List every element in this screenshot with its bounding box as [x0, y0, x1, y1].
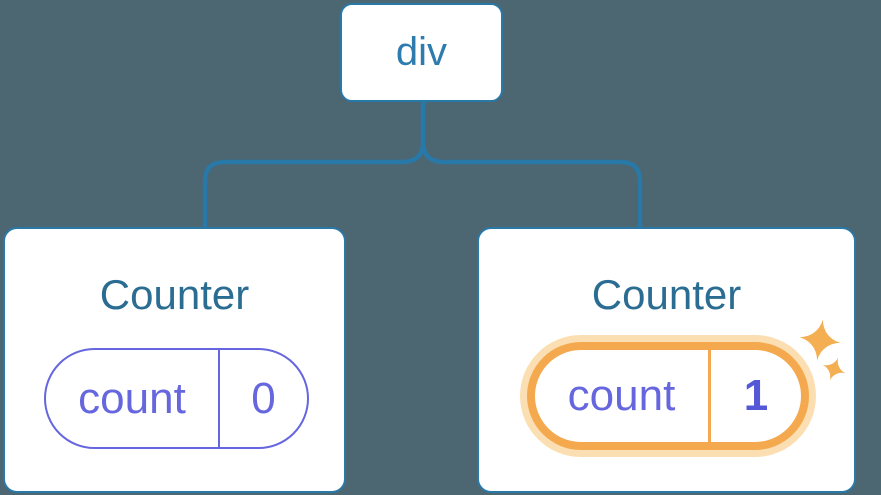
state-pill: count 0	[44, 348, 309, 449]
component-title: Counter	[591, 271, 742, 318]
sparkle-icon	[822, 357, 846, 381]
state-pill-highlighted: count 1	[527, 342, 809, 450]
state-value: 1	[743, 371, 769, 420]
root-node-div: div	[340, 3, 503, 102]
state-key: count	[46, 350, 220, 447]
state-value: 0	[251, 373, 276, 423]
counter-card-right: Counter count 1	[477, 227, 856, 493]
connector-left-branch	[202, 101, 426, 228]
state-key: count	[535, 350, 711, 442]
connector-right-branch	[420, 101, 643, 228]
sparkle-icon	[799, 319, 841, 361]
root-node-label: div	[395, 30, 448, 74]
counter-card-left: Counter count 0	[3, 227, 346, 493]
component-title: Counter	[99, 271, 250, 318]
